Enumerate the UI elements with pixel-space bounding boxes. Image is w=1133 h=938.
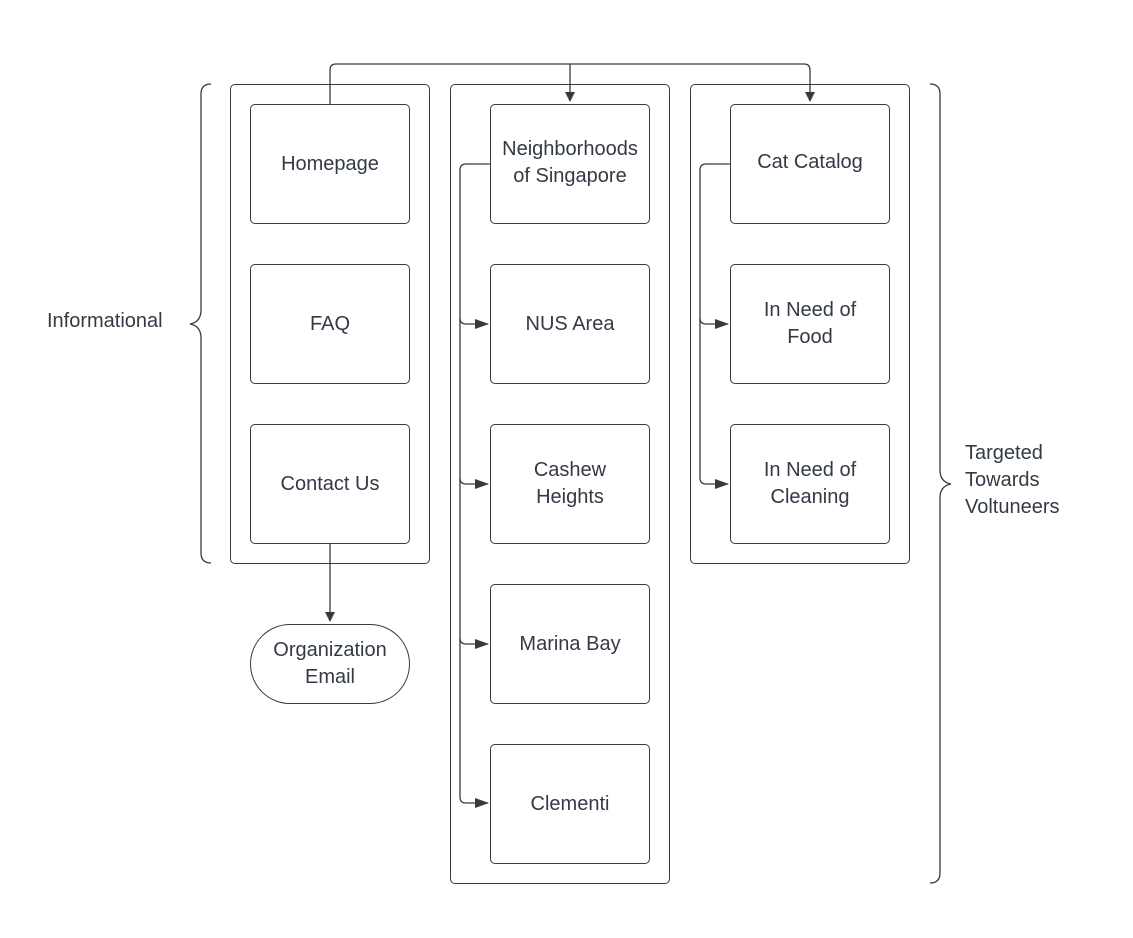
neighborhoods-branch-cashew <box>459 477 489 489</box>
homepage-node[interactable]: Homepage <box>250 104 410 224</box>
informational-brace <box>189 83 212 564</box>
cat-child-node[interactable]: In Need of Cleaning <box>730 424 890 544</box>
informational-label: Informational <box>47 310 163 332</box>
neighborhoods-parent-node[interactable]: Neighborhoods of Singapore <box>490 104 650 224</box>
neighborhood-child-node[interactable]: NUS Area <box>490 264 650 384</box>
neighborhood-child-node[interactable]: Clementi <box>490 744 650 864</box>
cat-child-node[interactable]: In Need of Food <box>730 264 890 384</box>
cats-group <box>690 84 910 564</box>
organization-email-node[interactable]: Organization Email <box>250 624 410 704</box>
targeted-label: Targeted Towards Voltuneers <box>965 442 1060 518</box>
neighborhoods-group <box>450 84 670 884</box>
faq-node[interactable]: FAQ <box>250 264 410 384</box>
neighborhood-child-node[interactable]: Marina Bay <box>490 584 650 704</box>
cat-catalog-node[interactable]: Cat Catalog <box>730 104 890 224</box>
cats-spine <box>699 163 730 489</box>
neighborhoods-spine <box>459 163 490 808</box>
neighborhood-child-node[interactable]: Cashew Heights <box>490 424 650 544</box>
contact-us-node[interactable]: Contact Us <box>250 424 410 544</box>
neighborhoods-branch-nus <box>459 317 489 329</box>
targeted-brace <box>929 83 952 884</box>
cats-branch-food <box>699 317 729 329</box>
informational-group <box>230 84 430 564</box>
neighborhoods-branch-marina <box>459 637 489 649</box>
